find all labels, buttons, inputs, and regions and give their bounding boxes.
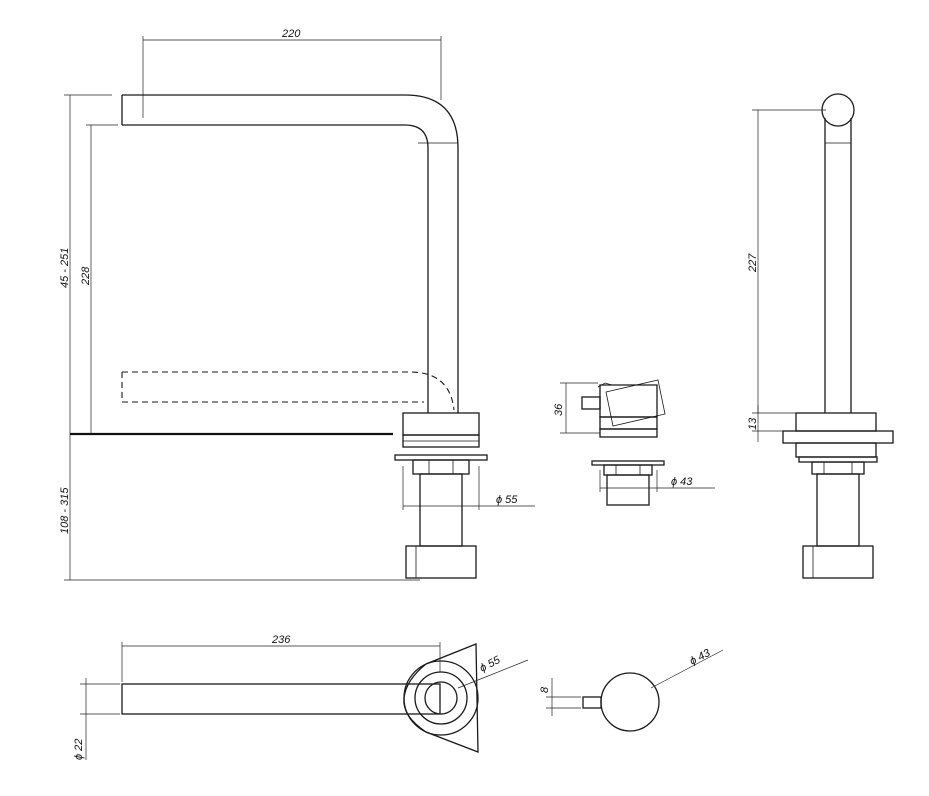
washer [394,454,488,461]
handle-collar [599,416,658,430]
bottom-connector [405,545,477,579]
shank [419,473,463,547]
dim-h43-leader [650,649,724,689]
handle-lever [581,396,601,410]
handle-body [599,384,658,418]
handle-arc-mark [597,382,613,388]
handle-top-lever [582,696,602,709]
handle-top-view: 8 ϕ 43 [539,647,724,732]
handle-ring [599,428,658,438]
spout-inner [122,124,429,413]
dim-36-label: 36 [553,403,565,416]
side-collar [795,412,877,432]
side-ring [795,442,877,458]
base-collar [402,412,480,436]
side-washer [798,456,878,463]
front-view: 220 45 - 251 228 108 - 315 ϕ 55 [59,28,535,581]
dim-43-label: ϕ 43 [671,476,693,488]
dim-236-label: 236 [271,634,291,646]
spout-side-view: 227 13 [747,93,894,579]
dim-below-label: 108 - 315 [59,487,71,534]
spout-outer [122,94,459,413]
handle-shank [606,474,650,506]
top-base-circle-outer [403,660,479,736]
dim-height-label: 45 - 251 [59,248,71,288]
dim-13-label: 13 [747,417,759,430]
side-connector [802,545,874,579]
spout-lowered-outline [121,371,455,411]
dim-228-label: 228 [80,266,92,286]
side-shank [816,473,860,547]
side-plate [782,430,894,444]
top-base-circle-mid [414,671,468,725]
dim-227-label: 227 [747,253,759,273]
dim-55-label: ϕ 55 [496,494,518,506]
side-nut [811,461,865,475]
dim-top55-leader [457,659,529,689]
spout-top-view: 236 ϕ 55 ϕ 22 [73,634,529,760]
side-spout-head [821,93,855,127]
dim-h43-label: ϕ 43 [688,647,713,668]
dim-220-label: 220 [281,28,301,40]
handle-nut [603,464,653,476]
handle-side-view: 36 ϕ 43 [553,379,715,506]
top-base-circle-inner [424,681,458,715]
nut [412,459,470,475]
handle-top-circle [600,672,660,732]
dim-22-label: ϕ 22 [73,739,85,760]
top-pipe [121,683,441,715]
handle-rotated-outline [605,379,666,427]
dim-8-label: 8 [539,686,551,693]
